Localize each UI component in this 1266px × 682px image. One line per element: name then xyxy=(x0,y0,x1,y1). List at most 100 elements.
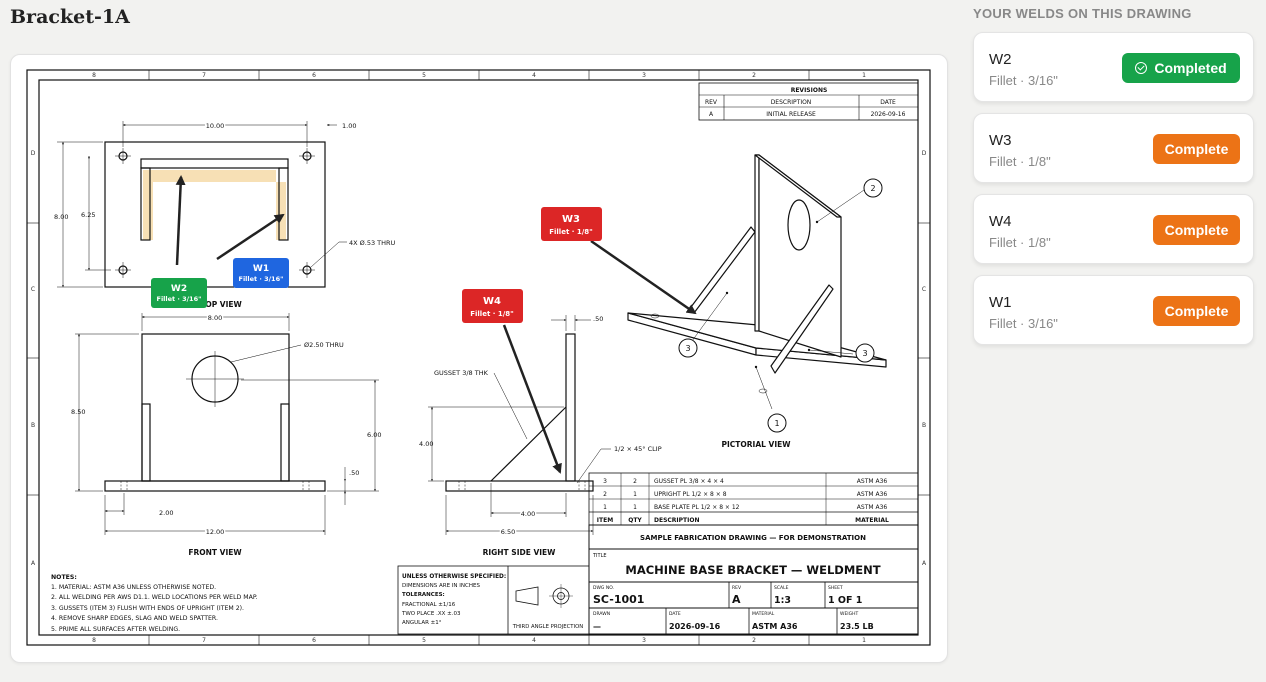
weld-tag-w3-bg xyxy=(541,207,602,241)
zone-row-right: A xyxy=(922,560,927,567)
bom-item-header: ITEM xyxy=(597,517,613,524)
bom-description-cell: GUSSET PL 3/8 × 4 × 4 xyxy=(654,478,724,485)
side-height-dim: 4.00 xyxy=(419,440,433,448)
weld-tag-w4[interactable]: W4 Fillet · 1/8" xyxy=(462,289,523,323)
completed-button[interactable]: Completed xyxy=(1122,53,1240,83)
bom-description-cell: UPRIGHT PL 1/2 × 8 × 8 xyxy=(654,491,727,498)
weld-tag-w3-id: W3 xyxy=(562,214,580,225)
date-label: DATE xyxy=(669,611,681,617)
front-height-dim: 8.50 xyxy=(71,408,85,416)
side-view-label: RIGHT SIDE VIEW xyxy=(483,548,557,557)
weld-tag-w1-bg xyxy=(233,258,289,288)
projection-label: THIRD ANGLE PROJECTION xyxy=(512,624,584,630)
zone-col-bottom: 2 xyxy=(752,637,756,644)
zone-col-top: 5 xyxy=(422,72,426,79)
weld-tag-w2-bg xyxy=(151,278,207,308)
general-notes: NOTES: 1. MATERIAL: ASTM A36 UNLESS OTHE… xyxy=(51,574,258,633)
zone-col-top: 4 xyxy=(532,72,536,79)
note-5: 5. PRIME ALL SURFACES AFTER WELDING. xyxy=(51,626,180,633)
front-left-dim: 2.00 xyxy=(159,509,173,517)
gusset-note: GUSSET 3/8 THK xyxy=(434,369,489,377)
rev-header: REV xyxy=(705,99,718,106)
weld-tag-w1-type: Fillet · 3/16" xyxy=(239,275,284,283)
projection-symbol xyxy=(515,584,573,608)
weld-tag-w2-id: W2 xyxy=(171,284,187,294)
revisions-table: REVISIONS REV DESCRIPTION DATE A INITIAL… xyxy=(698,82,919,121)
weld-id: W2 xyxy=(989,51,1012,68)
material-label: MATERIAL xyxy=(752,611,775,617)
weld-type: Fillet · 3/16" xyxy=(989,316,1058,331)
zone-col-bottom: 8 xyxy=(92,637,96,644)
top-view-label: TOP VIEW xyxy=(200,300,242,309)
weld-callout-arrows xyxy=(175,175,697,474)
balloon-2: 2 xyxy=(870,184,875,193)
right-side-view: .50 GUSSET 3/8 THK 4.00 1/2 × 45° CLIP 4… xyxy=(419,315,662,557)
bom-qty-cell: 1 xyxy=(633,504,637,511)
weld-tag-w4-bg xyxy=(462,289,523,323)
zone-col-top: 3 xyxy=(642,72,646,79)
sheet-value: 1 OF 1 xyxy=(828,595,862,606)
balloon-3b: 3 xyxy=(862,349,867,358)
zone-col-bottom: 4 xyxy=(532,637,536,644)
zone-col-bottom: 5 xyxy=(422,637,426,644)
front-total-dim: 12.00 xyxy=(206,528,225,536)
weld-tag-w2-type: Fillet · 3/16" xyxy=(157,295,202,303)
note-3: 3. GUSSETS (ITEM 3) FLUSH WITH ENDS OF U… xyxy=(51,605,244,612)
tolerances-block: UNLESS OTHERWISE SPECIFIED: DIMENSIONS A… xyxy=(397,565,590,635)
bom-material-header: MATERIAL xyxy=(855,517,889,524)
check-circle-icon xyxy=(1135,62,1148,74)
front-hole-note: Ø2.50 THRU xyxy=(304,341,344,349)
note-2: 2. ALL WELDING PER AWS D1.1. WELD LOCATI… xyxy=(51,594,258,601)
weld-type: Fillet · 1/8" xyxy=(989,154,1051,169)
side-thk-dim: .50 xyxy=(593,315,603,323)
zone-row-left: C xyxy=(31,286,35,293)
drawn-value: — xyxy=(593,622,601,631)
weld-tag-w4-id: W4 xyxy=(483,296,501,307)
dwg-label: DWG NO. xyxy=(593,585,614,591)
zone-col-bottom: 6 xyxy=(312,637,316,644)
weld-tag-w3-type: Fillet · 1/8" xyxy=(549,228,593,236)
weld-id: W4 xyxy=(989,213,1012,230)
weld-card-w1: W1 Fillet · 3/16" Complete xyxy=(973,275,1254,345)
rev-value: A xyxy=(732,593,741,606)
note-4: 4. REMOVE SHARP EDGES, SLAG AND WELD SPA… xyxy=(51,615,218,622)
top-view: 10.00 1.00 8.00 6.25 4X Ø.53 THRU TOP VI… xyxy=(54,121,396,310)
zone-col-bottom: 1 xyxy=(862,637,866,644)
top-hole-note: 4X Ø.53 THRU xyxy=(349,239,396,247)
front-plate-dim: .50 xyxy=(349,469,359,477)
tol-line-3: TOLERANCES: xyxy=(402,592,445,598)
balloon-3a: 3 xyxy=(685,344,690,353)
bom-item-cell: 2 xyxy=(603,491,607,498)
note-1: 1. MATERIAL: ASTM A36 UNLESS OTHERWISE N… xyxy=(51,584,216,591)
front-view: 8.00 Ø2.50 THRU 8.50 6.00 .50 2.00 12.00… xyxy=(71,313,381,558)
zone-col-top: 8 xyxy=(92,72,96,79)
balloon-1: 1 xyxy=(774,419,779,428)
welds-panel-heading: YOUR WELDS ON THIS DRAWING xyxy=(973,6,1192,21)
zone-col-bottom: 7 xyxy=(202,637,206,644)
title-block-banner: SAMPLE FABRICATION DRAWING — FOR DEMONST… xyxy=(640,534,866,542)
notes-heading: NOTES: xyxy=(51,574,77,581)
side-base-dim: 6.50 xyxy=(501,528,515,536)
rev-cell: A xyxy=(709,111,714,118)
weld-tag-w2[interactable]: W2 Fillet · 3/16" xyxy=(151,278,207,308)
weld-tag-w3[interactable]: W3 Fillet · 1/8" xyxy=(541,207,602,241)
weld-id: W3 xyxy=(989,132,1012,149)
front-right-dim: 6.00 xyxy=(367,431,381,439)
complete-button[interactable]: Complete xyxy=(1153,296,1240,326)
top-inner-dim: 6.25 xyxy=(81,211,95,219)
date-value: 2026-09-16 xyxy=(669,622,721,631)
bom-qty-cell: 2 xyxy=(633,478,637,485)
date-header: DATE xyxy=(880,99,896,106)
complete-button[interactable]: Complete xyxy=(1153,134,1240,164)
complete-button[interactable]: Complete xyxy=(1153,215,1240,245)
completed-button-label: Completed xyxy=(1154,60,1227,76)
front-view-label: FRONT VIEW xyxy=(188,548,242,557)
top-offset-dim: 1.00 xyxy=(342,122,356,130)
weld-tag-w1[interactable]: W1 Fillet · 3/16" xyxy=(233,258,289,288)
sheet-label: SHEET xyxy=(828,585,843,591)
weld-card-w2: W2 Fillet · 3/16" Completed xyxy=(973,32,1254,102)
zone-row-left: A xyxy=(31,560,36,567)
zone-row-right: C xyxy=(922,286,926,293)
